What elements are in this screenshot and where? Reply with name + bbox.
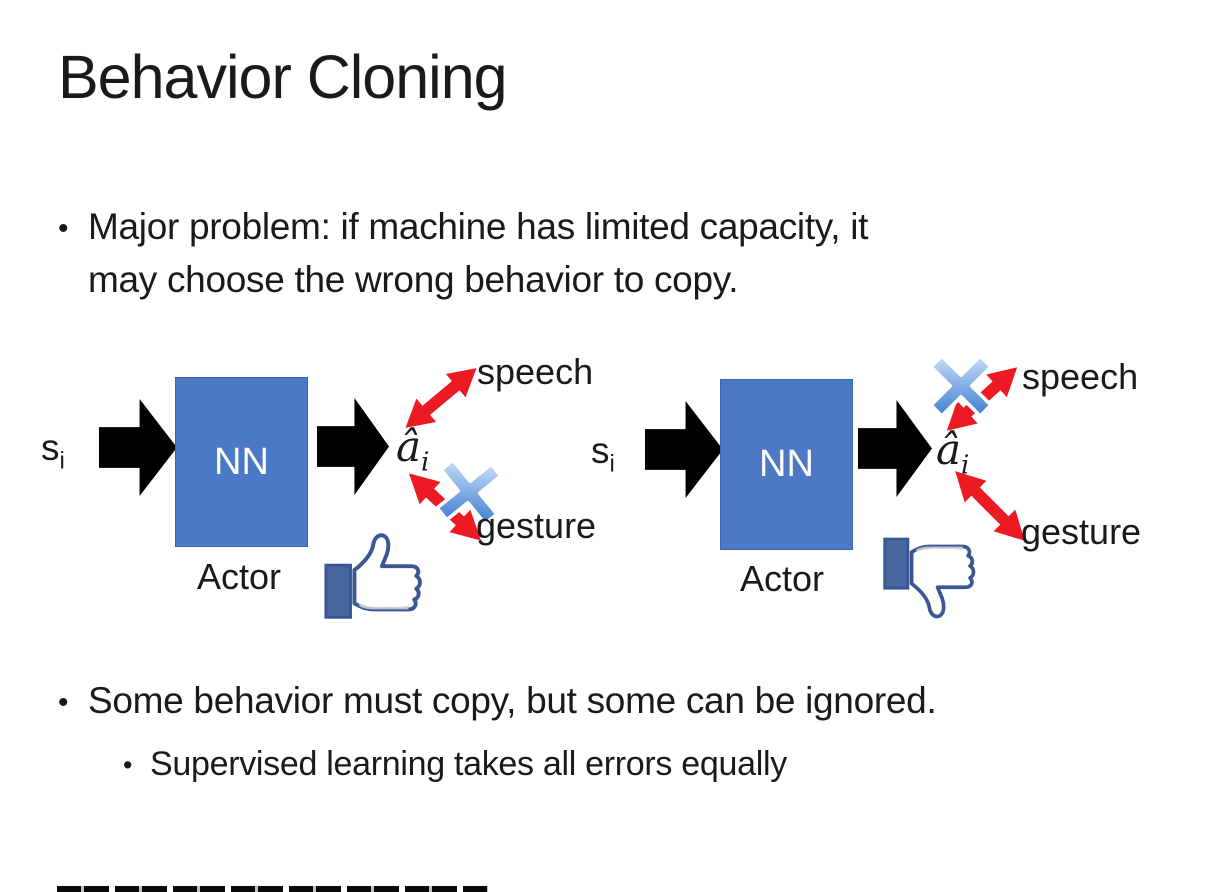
thumbs-up-icon bbox=[322, 528, 430, 624]
bullet2-line: Some behavior must copy, but some can be… bbox=[88, 680, 937, 721]
gesture-label-right: gesture bbox=[1021, 511, 1142, 552]
slide-title: Behavior Cloning bbox=[58, 43, 508, 111]
actor-label-left: Actor bbox=[197, 556, 282, 597]
nn-box-left: NN bbox=[175, 377, 308, 547]
cross-icon bbox=[925, 350, 997, 422]
cross-icon bbox=[429, 452, 508, 531]
action-label-right: âi bbox=[936, 425, 970, 481]
output-arrow-icon bbox=[317, 398, 389, 495]
gesture-label-left: gesture bbox=[476, 505, 597, 546]
sub-bullet-line: Supervised learning takes all errors equ… bbox=[150, 745, 787, 783]
action-label-left: âi bbox=[396, 422, 430, 478]
nn-box-label: NN bbox=[759, 443, 814, 485]
bottom-edge-bar bbox=[57, 886, 488, 892]
input-arrow-icon bbox=[645, 401, 723, 498]
input-arrow-icon bbox=[99, 399, 177, 496]
thumbs-down-icon bbox=[881, 532, 983, 624]
bullet1-line1: Major problem: if machine has limited ca… bbox=[88, 206, 869, 247]
state-label-left: si bbox=[41, 427, 65, 475]
double-arrow-gesture-icon bbox=[942, 458, 1038, 554]
output-arrow-icon bbox=[858, 400, 932, 497]
nn-box-label: NN bbox=[214, 440, 269, 483]
state-label-right: si bbox=[591, 430, 615, 478]
speech-label-left: speech bbox=[477, 351, 594, 392]
actor-label-right: Actor bbox=[740, 558, 825, 599]
bullet1-line2: may choose the wrong behavior to copy. bbox=[88, 259, 739, 300]
bullet-marker: • bbox=[58, 686, 69, 719]
nn-box-right: NN bbox=[720, 379, 853, 550]
double-arrow-speech-icon bbox=[393, 354, 488, 442]
bullet-marker: • bbox=[58, 212, 69, 245]
bullet-marker: • bbox=[123, 750, 133, 780]
speech-label-right: speech bbox=[1022, 356, 1139, 397]
